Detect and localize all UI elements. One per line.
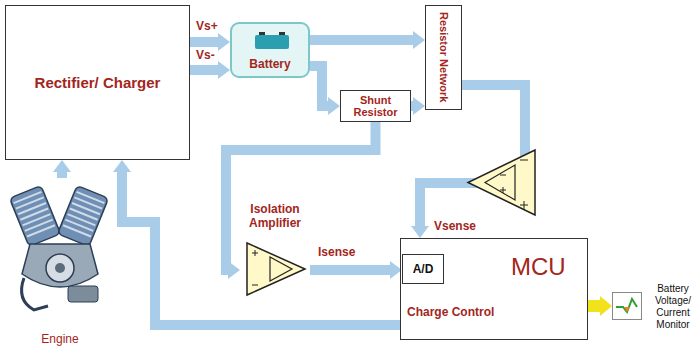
arrowhead bbox=[600, 296, 612, 316]
connector-band bbox=[588, 300, 600, 312]
connector-band bbox=[411, 101, 413, 111]
connector bbox=[310, 31, 425, 49]
cooling-fin bbox=[68, 214, 96, 225]
amplifier-triangle bbox=[270, 257, 292, 281]
connector bbox=[113, 160, 400, 325]
connector-band bbox=[190, 65, 218, 75]
node-text: A/D bbox=[413, 262, 434, 276]
connector-band bbox=[57, 172, 67, 178]
mcu-title: MCU bbox=[511, 253, 566, 281]
cooling-fin bbox=[14, 192, 42, 203]
shunt-resistor-box: Shunt Resistor bbox=[340, 90, 411, 122]
battery-terminal bbox=[259, 32, 265, 35]
terminal-sign: - bbox=[480, 26, 484, 38]
engine-illustration bbox=[8, 182, 112, 322]
cooling-fin bbox=[18, 203, 46, 214]
engine-parts bbox=[9, 186, 108, 310]
connector-band bbox=[310, 265, 390, 275]
connector-band bbox=[122, 172, 400, 325]
cooling-fin bbox=[72, 203, 100, 214]
connector bbox=[411, 97, 425, 115]
cylinder bbox=[57, 186, 108, 247]
signal-name: Vs+ bbox=[196, 20, 218, 34]
connector-band bbox=[310, 35, 413, 45]
connector bbox=[310, 66, 340, 115]
battery-body bbox=[255, 35, 289, 49]
minus-sign bbox=[252, 285, 258, 286]
amplifier-triangle bbox=[247, 243, 305, 295]
battery-terminal bbox=[279, 32, 285, 35]
node-text: Rectifier/ Charger bbox=[35, 74, 161, 91]
connector bbox=[310, 261, 402, 279]
cooling-fin bbox=[20, 209, 48, 220]
arrowhead bbox=[218, 61, 230, 79]
connector bbox=[588, 296, 612, 316]
cylinder bbox=[9, 186, 60, 247]
node-text: Battery bbox=[249, 57, 290, 71]
node-text: Resistor Network bbox=[438, 12, 450, 102]
mcu-box: A/D MCU Charge Control bbox=[400, 238, 588, 340]
cooling-fin bbox=[25, 220, 53, 231]
gearbox bbox=[68, 286, 98, 302]
arrowhead bbox=[113, 160, 131, 172]
arrowhead bbox=[411, 226, 429, 238]
arrowhead bbox=[218, 33, 230, 51]
cooling-fin bbox=[23, 214, 51, 225]
battery-box: Battery-+ bbox=[230, 22, 310, 78]
battery-icon bbox=[252, 29, 292, 51]
monitor-icon: Battery Voltage/ Current Monitor bbox=[612, 292, 642, 320]
waveform bbox=[616, 299, 637, 312]
connector-band bbox=[310, 66, 328, 106]
exhaust-pipe bbox=[22, 278, 48, 310]
cooling-fin bbox=[63, 225, 91, 236]
signal-name: Isense bbox=[318, 246, 355, 260]
plus-sign bbox=[255, 250, 256, 256]
engine: Engine bbox=[5, 178, 115, 346]
connector-band bbox=[190, 37, 218, 47]
signal-name: Vsense bbox=[434, 220, 476, 234]
arrowhead bbox=[53, 160, 71, 172]
cooling-fin bbox=[27, 225, 55, 236]
terminal-sign: + bbox=[512, 26, 519, 38]
adc-box: A/D bbox=[402, 254, 444, 284]
node-text: Shunt Resistor bbox=[341, 94, 410, 118]
cooling-fin bbox=[74, 197, 102, 208]
connector bbox=[190, 61, 230, 79]
arrowhead bbox=[413, 97, 425, 115]
waveform-fill bbox=[624, 307, 630, 312]
crankcase bbox=[22, 244, 98, 287]
isolation-amplifier: Isolation Amplifier bbox=[240, 203, 310, 297]
cooling-fin bbox=[77, 192, 105, 203]
cooling-fin bbox=[16, 197, 44, 208]
node-text: Battery Voltage/ Current Monitor bbox=[647, 283, 692, 331]
crank-cover bbox=[46, 254, 74, 282]
isolation-amplifier-symbol bbox=[242, 241, 308, 297]
resistor-network-box: Resistor Network bbox=[425, 5, 462, 110]
monitor-symbol bbox=[613, 293, 640, 318]
cooling-fin bbox=[70, 209, 98, 220]
node-text: Isolation Amplifier bbox=[240, 203, 310, 231]
process-box: Rectifier/ Charger bbox=[5, 5, 190, 160]
node-text: Engine bbox=[41, 332, 78, 346]
signal-name: Vs- bbox=[196, 49, 215, 63]
node-text: Charge Control bbox=[407, 305, 494, 319]
crank-hub bbox=[55, 263, 65, 273]
cooling-fin bbox=[65, 220, 93, 231]
connector bbox=[53, 160, 71, 178]
arrowhead bbox=[413, 31, 425, 49]
arrowhead bbox=[328, 97, 340, 115]
